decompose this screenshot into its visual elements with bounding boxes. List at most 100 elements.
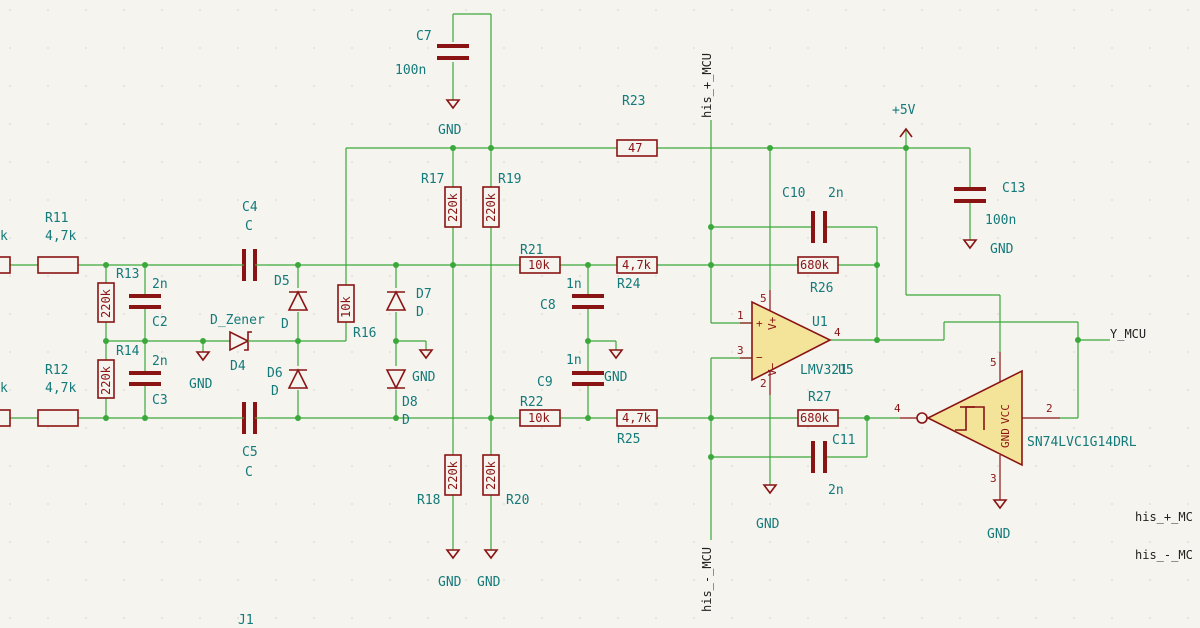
resistor-r20: 220k R20: [482, 454, 529, 508]
svg-text:3: 3: [737, 344, 744, 357]
svg-text:R24: R24: [617, 277, 641, 292]
svg-text:R22: R22: [520, 395, 543, 410]
svg-text:5: 5: [990, 356, 997, 369]
resistor-r22: 10k R22: [519, 395, 561, 427]
svg-text:2n: 2n: [828, 186, 844, 201]
svg-text:U5: U5: [838, 363, 854, 378]
svg-text:C10: C10: [782, 186, 805, 201]
diode-d5: D5 D: [274, 274, 309, 332]
svg-text:4,7k: 4,7k: [622, 258, 652, 272]
schmitt-inverter-u5: 4 2 5 3 VCC GND U5 SN74LVC1G14DRL: [838, 352, 1137, 500]
svg-text:R16: R16: [353, 326, 376, 341]
svg-text:5: 5: [760, 292, 767, 305]
resistor-r17: 220k R17: [421, 172, 462, 228]
svg-text:C7: C7: [416, 29, 432, 44]
svg-text:GND: GND: [990, 242, 1014, 257]
svg-text:C3: C3: [152, 393, 168, 408]
svg-text:100n: 100n: [395, 63, 426, 78]
svg-text:GND: GND: [438, 575, 462, 590]
resistor-r24: 4,7k R24: [616, 256, 658, 292]
svg-text:R26: R26: [810, 281, 833, 296]
svg-text:D_Zener: D_Zener: [210, 313, 265, 328]
svg-text:D: D: [402, 413, 410, 428]
svg-text:D4: D4: [230, 359, 246, 374]
svg-text:R27: R27: [808, 390, 831, 405]
svg-text:C11: C11: [832, 433, 855, 448]
svg-text:C4: C4: [242, 200, 258, 215]
svg-text:2: 2: [1046, 402, 1053, 415]
svg-text:GND: GND: [756, 517, 780, 532]
gnd-symbols: GND GND GND GND GND GND GND GND GND: [189, 99, 1014, 590]
diode-d7: D7 D: [385, 287, 432, 320]
capacitor-c13: C13 100n: [954, 181, 1025, 228]
left-connector-stubs: k k: [0, 229, 11, 427]
capacitor-c10: C10 2n: [782, 186, 844, 243]
svg-text:R11: R11: [45, 211, 68, 226]
svg-text:220k: 220k: [446, 460, 460, 490]
svg-text:10k: 10k: [339, 296, 353, 318]
svg-text:10k: 10k: [528, 411, 550, 425]
net-labels: his_+_MCU his_-_MCU Y_MCU his_+_MC his_-…: [238, 53, 1193, 628]
svg-text:GND: GND: [412, 370, 436, 385]
svg-text:+: +: [756, 317, 763, 330]
svg-text:his_+_MC: his_+_MC: [1135, 510, 1193, 524]
power-5v-symbol: +5V: [892, 103, 916, 138]
svg-text:4,7k: 4,7k: [622, 411, 652, 425]
svg-text:220k: 220k: [99, 288, 113, 318]
opamp-u1: 1 3 5 2 4 + − V+ V− U1 LMV321: [737, 290, 847, 395]
svg-text:100n: 100n: [985, 213, 1016, 228]
capacitor-c9: 1n C9: [537, 353, 604, 390]
svg-text:k: k: [0, 229, 8, 244]
svg-text:V+: V+: [766, 316, 779, 330]
svg-text:R13: R13: [116, 267, 139, 282]
resistor-r14: 220k R14: [97, 344, 140, 399]
svg-text:J1: J1: [238, 613, 254, 628]
diode-d6: D6 D: [267, 366, 309, 399]
svg-text:220k: 220k: [484, 460, 498, 490]
svg-text:R20: R20: [506, 493, 529, 508]
resistor-r12: R12 4,7k: [37, 363, 79, 427]
resistor-r11: R11 4,7k: [37, 211, 79, 274]
svg-text:GND: GND: [604, 370, 628, 385]
svg-text:D8: D8: [402, 395, 418, 410]
svg-text:D: D: [416, 305, 424, 320]
svg-text:his_-_MCU: his_-_MCU: [700, 547, 714, 612]
junctions: [103, 145, 1081, 460]
svg-text:GND: GND: [189, 377, 213, 392]
resistor-r19: 220k R19: [482, 172, 521, 228]
svg-text:220k: 220k: [99, 365, 113, 395]
svg-text:−: −: [756, 351, 763, 364]
resistor-r25: 4,7k R25: [616, 409, 658, 447]
capacitor-c2: 2n C2: [129, 277, 168, 330]
svg-text:1n: 1n: [566, 277, 582, 292]
svg-text:R14: R14: [116, 344, 140, 359]
resistor-r23: 47 R23: [616, 94, 658, 157]
svg-text:SN74LVC1G14DRL: SN74LVC1G14DRL: [1027, 435, 1137, 450]
svg-text:R21: R21: [520, 243, 543, 258]
svg-text:2n: 2n: [828, 483, 844, 498]
svg-text:680k: 680k: [800, 258, 830, 272]
resistor-r18: 220k R18: [417, 454, 462, 508]
svg-text:4,7k: 4,7k: [45, 229, 76, 244]
svg-text:R19: R19: [498, 172, 521, 187]
svg-text:k: k: [0, 381, 8, 396]
capacitor-c5: C5 C: [233, 402, 266, 480]
svg-text:R18: R18: [417, 493, 440, 508]
svg-text:D: D: [271, 384, 279, 399]
svg-text:GND: GND: [987, 527, 1011, 542]
resistor-r27: 680k R27: [797, 390, 839, 427]
svg-text:2n: 2n: [152, 277, 168, 292]
svg-text:R23: R23: [622, 94, 645, 109]
svg-text:4: 4: [894, 402, 901, 415]
zener-diode-d4: D_Zener D4: [210, 313, 268, 374]
svg-text:C: C: [245, 465, 253, 480]
capacitor-c11: C11 2n: [811, 433, 855, 498]
svg-text:10k: 10k: [528, 258, 550, 272]
svg-text:Y_MCU: Y_MCU: [1110, 327, 1146, 341]
capacitor-c8: 1n C8: [540, 277, 604, 313]
svg-text:R25: R25: [617, 432, 640, 447]
capacitor-c7: C7 100n: [395, 29, 469, 78]
svg-text:D6: D6: [267, 366, 283, 381]
